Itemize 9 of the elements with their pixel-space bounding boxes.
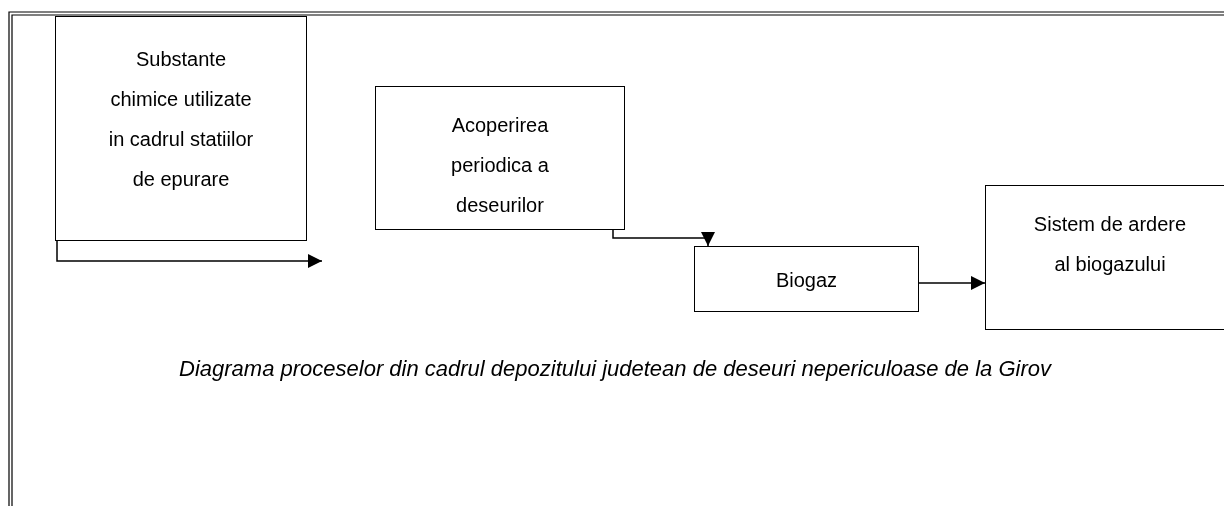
- process-box: [985, 185, 1224, 330]
- caption: Diagrama proceselor din cadrul depozitului judetean de deseuri nepericuloase de la Girov: [178, 355, 1053, 383]
- process-box: [694, 246, 919, 312]
- process-box: [55, 16, 307, 241]
- box-label: Substante chimice utilizate in cadrul statiilor de epurare: [107, 47, 255, 192]
- process-box: [375, 86, 625, 230]
- box-label: Biogaz: [775, 268, 838, 293]
- box-label: Acoperirea periodica a deseurilor: [450, 113, 550, 218]
- box-label: Sistem de ardere al biogazului: [1032, 212, 1188, 277]
